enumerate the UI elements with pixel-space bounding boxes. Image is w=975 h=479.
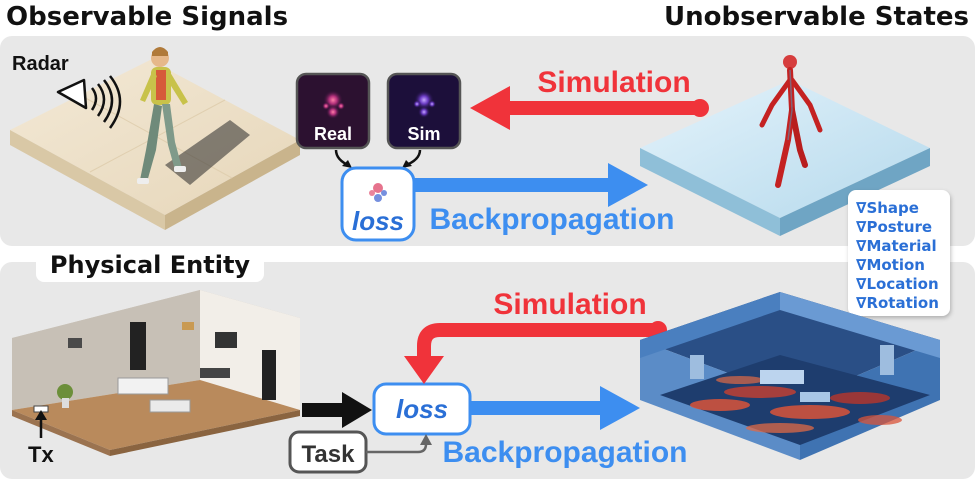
gradient-item: ∇Rotation	[856, 294, 939, 312]
gradient-item: ∇Shape	[856, 199, 919, 217]
physical-room-scene	[12, 290, 300, 456]
radar-label: Radar	[12, 53, 69, 75]
observable-signals-title: Observable Signals	[6, 2, 288, 32]
room-to-loss-arrow	[302, 392, 372, 428]
radar-icon	[56, 75, 122, 129]
top-simulation-label: Simulation	[537, 66, 690, 99]
tx-pointer	[35, 410, 47, 438]
gradient-item: ∇Posture	[856, 218, 932, 236]
heat-field	[690, 376, 902, 433]
radar-scene	[10, 47, 300, 230]
task-label: Task	[302, 441, 356, 468]
entity-label-tab	[36, 246, 264, 282]
walking-person-icon	[137, 47, 188, 184]
sim-heatmap	[386, 72, 462, 150]
real-heatmap	[295, 72, 371, 150]
bottom-loss-label: loss	[396, 394, 448, 424]
top-loss-label: loss	[352, 206, 404, 236]
gradient-item: ∇Location	[856, 275, 939, 293]
tx-label: Tx	[28, 442, 54, 467]
gradient-list-box	[848, 190, 950, 316]
bottom-backprop-label: Backpropagation	[442, 436, 687, 469]
real-label: Real	[314, 124, 352, 144]
top-simulation-arrow	[470, 86, 709, 130]
gradient-item: ∇Material	[856, 237, 937, 255]
bottom-backprop-arrow	[470, 386, 640, 430]
heatmap-to-loss-arrows	[334, 149, 422, 168]
gradient-list: ∇Shape∇Posture∇Material∇Motion∇Location∇…	[856, 199, 939, 331]
sim-label: Sim	[407, 124, 440, 144]
skeleton-figure-icon	[759, 55, 823, 188]
top-loss-box	[340, 166, 416, 242]
unobservable-states-title: Unobservable States	[664, 2, 969, 32]
gradient-item: ∇Motion	[856, 256, 925, 274]
simulated-room-scene	[640, 292, 940, 460]
top-backprop-label: Backpropagation	[429, 203, 674, 236]
top-backprop-arrow	[414, 163, 648, 207]
physical-entity-label: Physical Entity	[50, 251, 250, 279]
task-to-loss-arrow	[366, 434, 432, 454]
bottom-simulation-label: Simulation	[493, 288, 646, 321]
